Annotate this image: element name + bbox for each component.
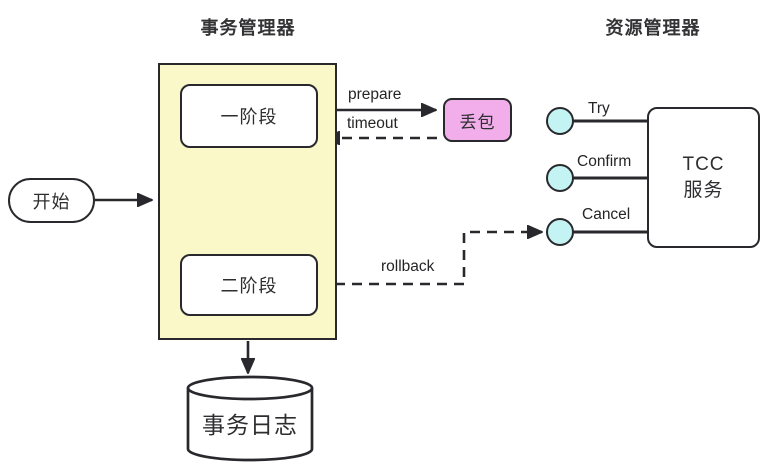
transaction-log-label: 事务日志 bbox=[202, 412, 298, 438]
rollback-arrow bbox=[318, 232, 542, 286]
confirm-label: Confirm bbox=[577, 153, 632, 170]
phase2-node: 二阶段 bbox=[180, 254, 318, 316]
cancel-label: Cancel bbox=[582, 206, 631, 223]
prepare-label: prepare bbox=[348, 86, 402, 103]
phase1-node-label: 一阶段 bbox=[220, 107, 278, 127]
phase1-node: 一阶段 bbox=[180, 84, 318, 148]
start-node: 开始 bbox=[8, 178, 95, 223]
cancel-endpoint-circle bbox=[546, 218, 574, 246]
timeout-label: timeout bbox=[347, 115, 398, 132]
try-label: Try bbox=[588, 100, 610, 117]
packet-loss-node: 丢包 bbox=[443, 98, 512, 142]
tcc-service-label-line2: 服务 bbox=[683, 179, 724, 201]
try-endpoint-circle bbox=[546, 107, 574, 135]
transaction-manager-title: 事务管理器 bbox=[200, 18, 296, 38]
tcc-service-label-line1: TCC bbox=[682, 153, 725, 175]
transaction-log-cylinder-top bbox=[186, 375, 314, 401]
resource-manager-title: 资源管理器 bbox=[605, 18, 701, 38]
phase2-node-label: 二阶段 bbox=[220, 276, 278, 296]
transaction-log-cylinder-body bbox=[186, 388, 314, 462]
packet-loss-node-label: 丢包 bbox=[459, 112, 496, 132]
tcc-service-node: TCC 服务 bbox=[647, 107, 760, 248]
confirm-endpoint-circle bbox=[546, 164, 574, 192]
start-node-label: 开始 bbox=[32, 191, 71, 212]
rollback-label: rollback bbox=[381, 258, 435, 275]
